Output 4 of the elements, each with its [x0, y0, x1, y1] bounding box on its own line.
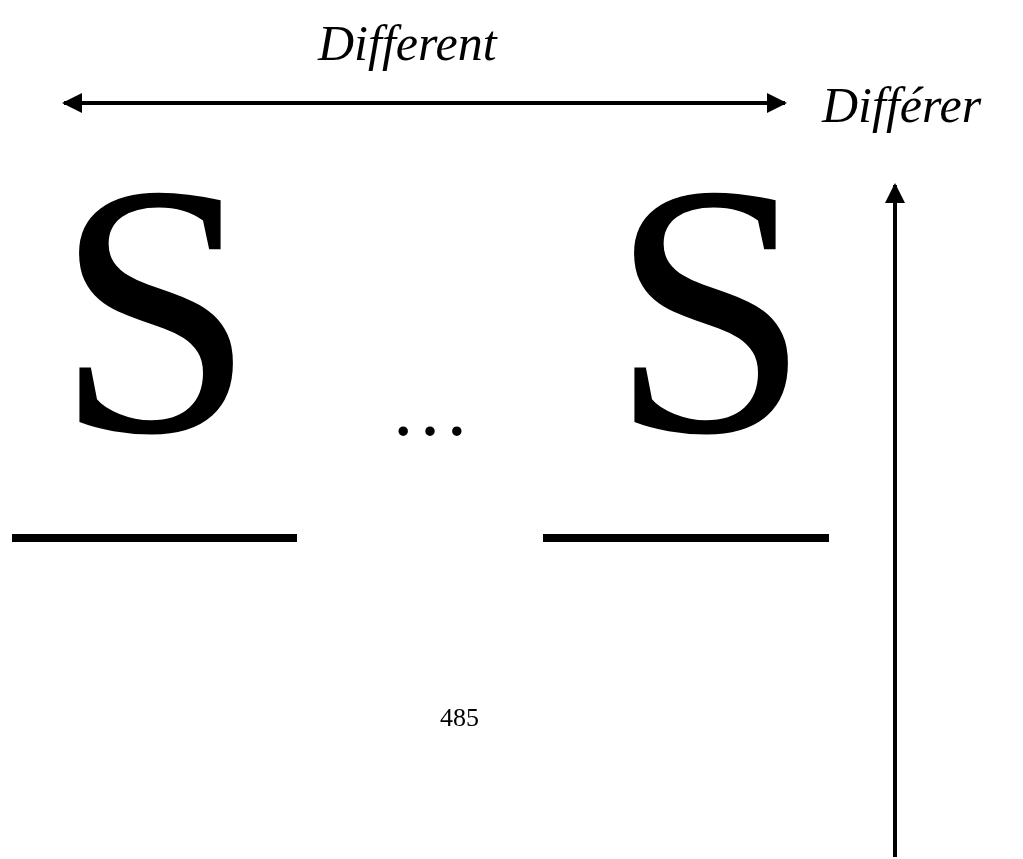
letter-symbol: S: [610, 130, 811, 490]
ellipsis: …: [390, 368, 470, 448]
letter-symbol: S: [55, 130, 256, 490]
page-number: 485: [440, 705, 479, 731]
